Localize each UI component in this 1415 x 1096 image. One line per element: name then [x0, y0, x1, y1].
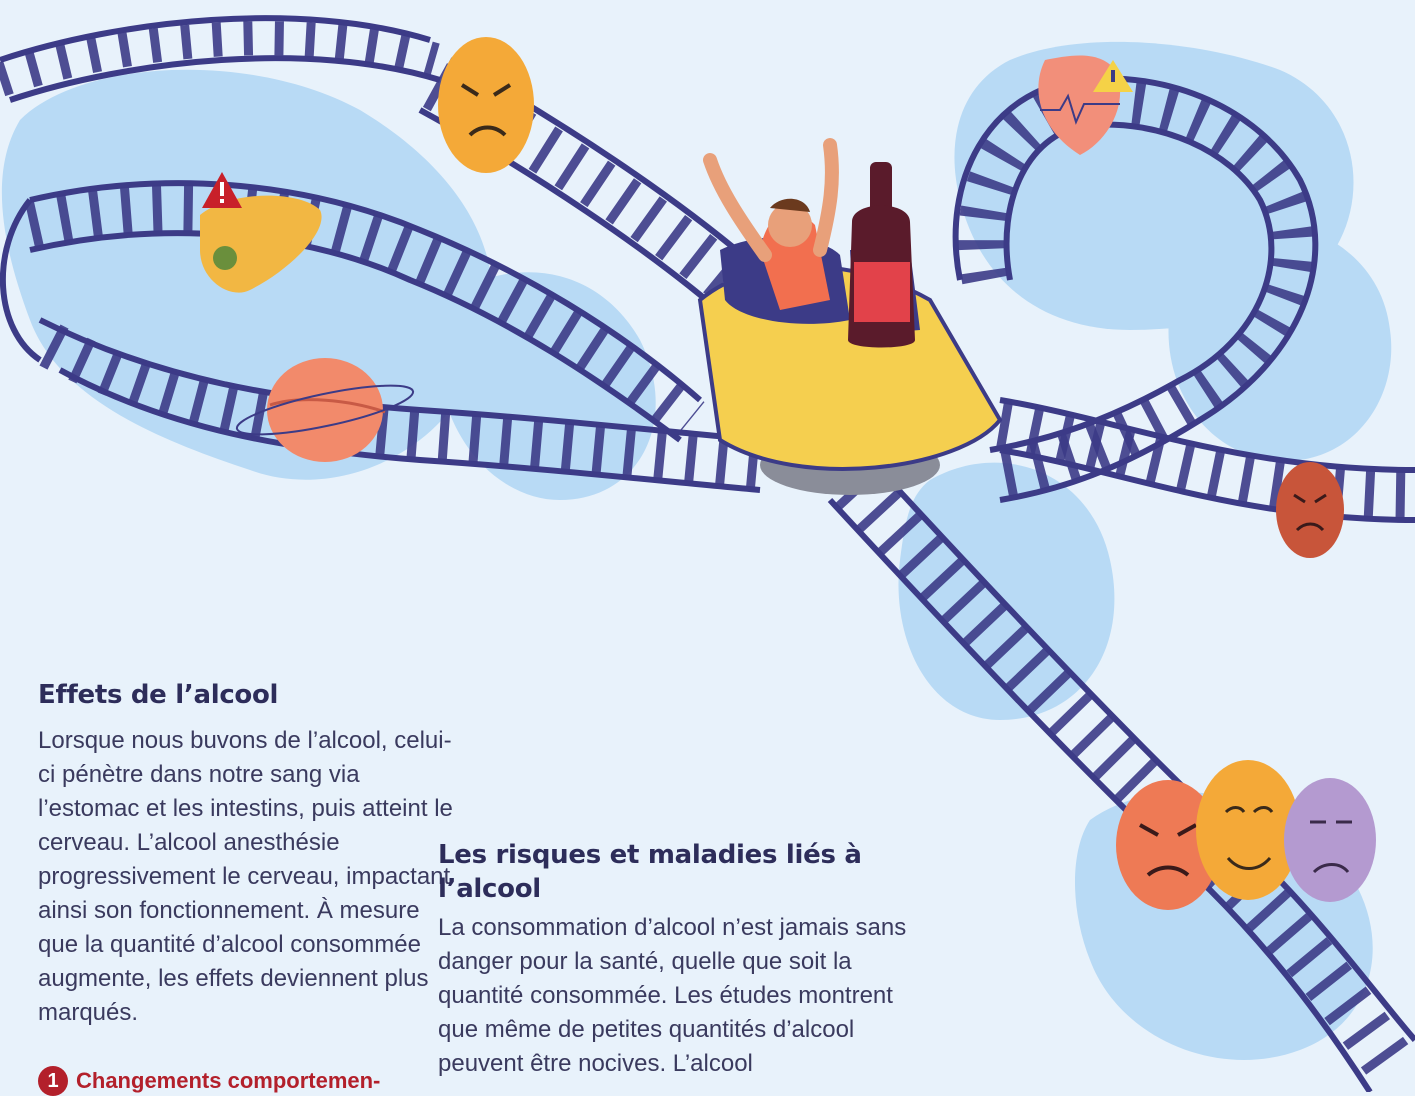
angry-face-icon: [1276, 462, 1344, 558]
person-arms-raised: [703, 138, 839, 310]
warning-icon: [1093, 60, 1133, 92]
section-title-risques: Les risques et maladies liés à l’alcool: [438, 840, 862, 904]
liver-icon: [200, 195, 322, 293]
step-item-1: 1 Changements comportemen-: [38, 1066, 380, 1096]
wine-bottle: [848, 162, 915, 348]
sad-face-icon: [1284, 778, 1376, 902]
section-body-risques: La consommation d’alcool n’est jamais sa…: [438, 914, 907, 1077]
heart-icon: [1038, 55, 1121, 155]
coaster-car: [697, 237, 1003, 495]
angry-face-icon: [1116, 780, 1220, 910]
angry-face-icon: [438, 37, 534, 173]
warning-icon: [202, 172, 242, 208]
section-body-effets: Lorsque nous buvons de l’alcool, celui-c…: [38, 727, 453, 1026]
brain-icon: [235, 358, 415, 462]
section-title-effets: Effets de l’alcool: [38, 680, 279, 710]
step-number-badge: 1: [38, 1066, 68, 1096]
step-title: Changements comportemen-: [76, 1068, 381, 1093]
happy-face-icon: [1196, 760, 1300, 900]
